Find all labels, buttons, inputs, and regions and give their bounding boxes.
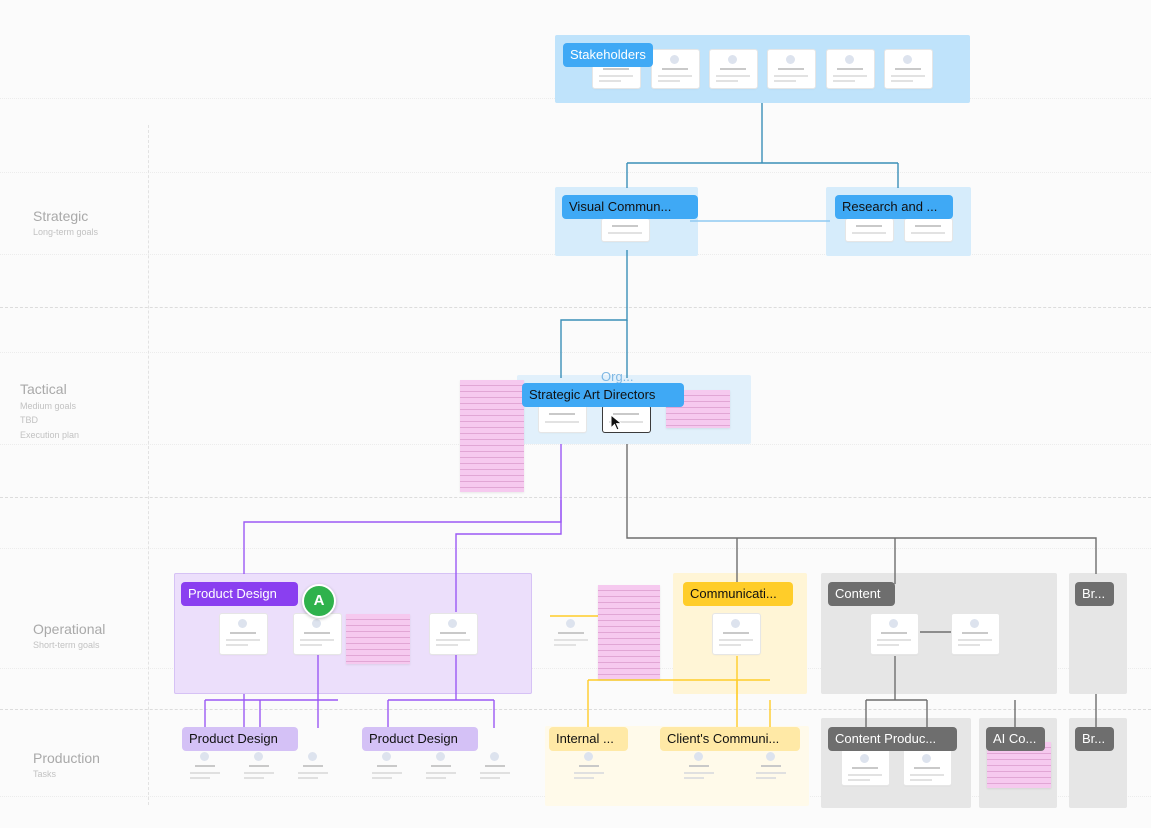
group-label-org: Org... bbox=[601, 369, 634, 384]
person-card[interactable] bbox=[422, 750, 460, 784]
tag-product-design-production[interactable]: Product Design bbox=[182, 727, 298, 751]
swimlane-divider bbox=[148, 125, 149, 805]
tag-content-production[interactable]: Content Produc... bbox=[828, 727, 957, 751]
tag-br[interactable]: Br... bbox=[1075, 582, 1114, 606]
tag-communication[interactable]: Communicati... bbox=[683, 582, 793, 606]
person-card[interactable] bbox=[904, 749, 951, 785]
band-subtitle-tactical: Medium goals bbox=[20, 401, 77, 411]
collaborator-avatar[interactable]: A bbox=[302, 584, 336, 618]
person-card[interactable] bbox=[240, 750, 278, 784]
person-card[interactable] bbox=[476, 750, 514, 784]
tag-visual-communication[interactable]: Visual Commun... bbox=[562, 195, 698, 219]
band-title-production: Production bbox=[33, 750, 100, 766]
person-card[interactable] bbox=[871, 614, 918, 654]
tag-clients-communication[interactable]: Client's Communi... bbox=[660, 727, 800, 751]
person-card[interactable] bbox=[430, 614, 477, 654]
person-card[interactable] bbox=[827, 50, 874, 88]
person-card[interactable] bbox=[539, 406, 586, 432]
tag-content[interactable]: Content bbox=[828, 582, 895, 606]
band-subtitle-tactical-3: Execution plan bbox=[20, 430, 80, 440]
person-card[interactable] bbox=[846, 219, 893, 241]
person-card[interactable] bbox=[368, 750, 406, 784]
person-card[interactable] bbox=[570, 750, 608, 784]
person-card[interactable] bbox=[842, 749, 889, 785]
tag-strategic-art-directors[interactable]: Strategic Art Directors bbox=[522, 383, 684, 407]
person-card[interactable] bbox=[294, 750, 332, 784]
band-subtitle-operational: Short-term goals bbox=[33, 640, 100, 650]
sticky-note[interactable] bbox=[598, 585, 660, 679]
person-card[interactable] bbox=[680, 750, 718, 784]
person-card[interactable] bbox=[768, 50, 815, 88]
person-card[interactable] bbox=[710, 50, 757, 88]
band-divider bbox=[0, 307, 1151, 308]
sticky-note[interactable] bbox=[346, 614, 410, 664]
band-title-operational: Operational bbox=[33, 621, 106, 637]
tag-ai-co[interactable]: AI Co... bbox=[986, 727, 1045, 751]
person-card[interactable] bbox=[885, 50, 932, 88]
person-card[interactable] bbox=[905, 219, 952, 241]
person-card[interactable] bbox=[548, 614, 595, 654]
tag-stakeholders[interactable]: Stakeholders bbox=[563, 43, 653, 67]
person-card[interactable] bbox=[294, 614, 341, 654]
tag-product-design[interactable]: Product Design bbox=[181, 582, 298, 606]
person-card[interactable] bbox=[952, 614, 999, 654]
band-subtitle-production: Tasks bbox=[33, 769, 57, 779]
person-card[interactable] bbox=[713, 614, 760, 654]
person-card[interactable] bbox=[602, 219, 649, 241]
tag-br-production[interactable]: Br... bbox=[1075, 727, 1114, 751]
tag-research[interactable]: Research and ... bbox=[835, 195, 953, 219]
band-subtitle-strategic: Long-term goals bbox=[33, 227, 99, 237]
band-divider bbox=[0, 709, 1151, 710]
person-card[interactable] bbox=[220, 614, 267, 654]
tag-internal[interactable]: Internal ... bbox=[549, 727, 628, 751]
band-divider bbox=[0, 497, 1151, 498]
band-title-strategic: Strategic bbox=[33, 208, 89, 224]
person-card[interactable] bbox=[186, 750, 224, 784]
person-card[interactable] bbox=[652, 50, 699, 88]
mouse-cursor-icon bbox=[610, 414, 623, 431]
band-subtitle-tactical-2: TBD bbox=[20, 415, 38, 425]
band-title-tactical: Tactical bbox=[20, 381, 67, 397]
tag-product-design-production[interactable]: Product Design bbox=[362, 727, 478, 751]
person-card[interactable] bbox=[752, 750, 790, 784]
sticky-note[interactable] bbox=[460, 380, 524, 492]
